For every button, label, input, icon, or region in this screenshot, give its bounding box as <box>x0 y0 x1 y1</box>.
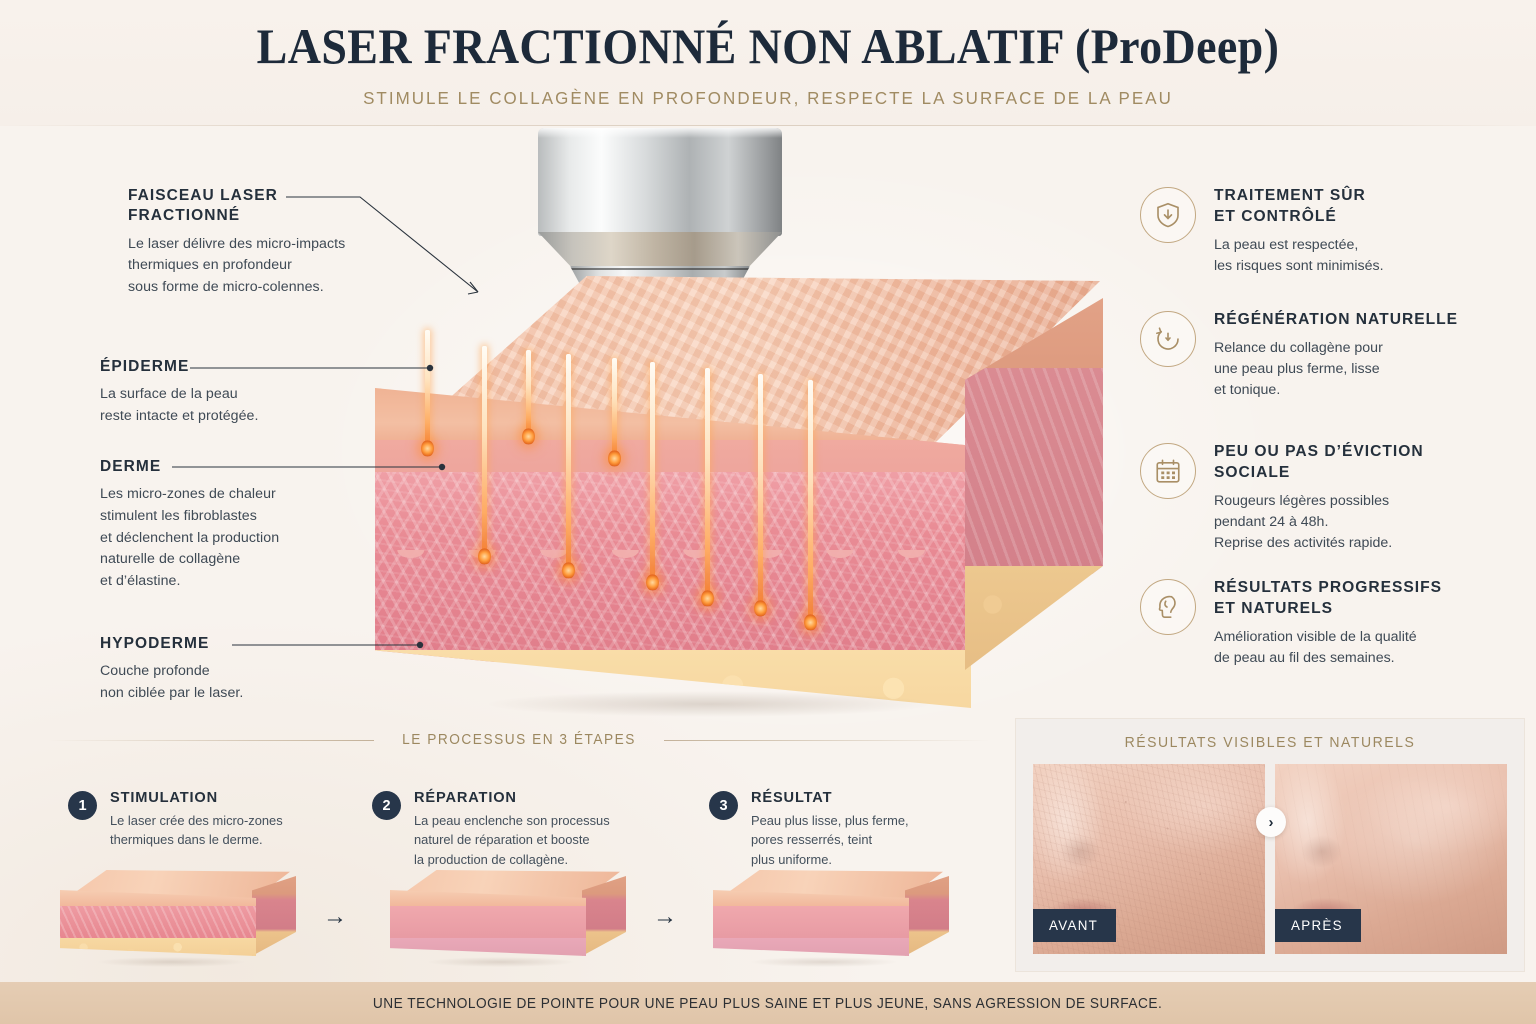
skin-block-3d <box>345 276 1105 724</box>
header-band: LASER FRACTIONNÉ NON ABLATIF (ProDeep) S… <box>0 0 1536 126</box>
footer-text: UNE TECHNOLOGIE DE POINTE POUR UNE PEAU … <box>373 994 1163 1012</box>
after-label: APRÈS <box>1275 909 1361 942</box>
slab-front-face <box>390 890 586 956</box>
hypodermis-side <box>965 566 1103 670</box>
benefit-icon-circle <box>1140 311 1196 367</box>
benefit-heading-line1: RÉSULTATS PROGRESSIFS <box>1214 579 1443 596</box>
slab-shadow <box>398 954 604 970</box>
benefit-heading-line2: ET CONTRÔLÉ <box>1214 207 1337 225</box>
process-divider-label: LE PROCESSUS EN 3 ÉTAPES <box>402 732 636 748</box>
before-label: AVANT <box>1033 909 1117 942</box>
step-1-skin-slab <box>42 870 296 970</box>
slab-dermis <box>390 906 586 940</box>
annotation-body: Le laser délivre des micro-impacts therm… <box>128 235 346 296</box>
before-photo[interactable]: AVANT <box>1033 764 1265 954</box>
benefit-icon-circle <box>1140 187 1196 243</box>
annotation-epiderme: ÉPIDERME La surface de la peau reste int… <box>100 357 350 428</box>
dermis-side <box>965 368 1103 574</box>
page-subtitle: STIMULE LE COLLAGÈNE EN PROFONDEUR, RESP… <box>363 88 1173 108</box>
micro-column-7 <box>701 368 714 607</box>
clock-refresh-icon <box>1156 327 1179 350</box>
annotation-body: La surface de la peau reste intacte et p… <box>100 386 259 425</box>
dermal-papillae <box>375 550 971 576</box>
skin-cross-section-illustration <box>330 128 1120 728</box>
step-body: La peau enclenche son processus naturel … <box>414 813 610 867</box>
annotation-heading-line1: ÉPIDERME <box>100 358 190 375</box>
micro-column-6 <box>646 362 659 591</box>
annotation-heading-line2: FRACTIONNÉ <box>128 207 241 225</box>
benefit-regeneration-naturelle: RÉGÉNÉRATION NATURELLE Relance du collag… <box>1140 308 1510 402</box>
step-number-badge: 3 <box>709 791 738 820</box>
micro-column-9 <box>804 380 817 631</box>
step-number-badge: 2 <box>372 791 401 820</box>
step-3-skin-slab <box>695 870 949 970</box>
benefit-icon-circle <box>1140 443 1196 499</box>
benefit-heading-line2: SOCIALE <box>1214 463 1291 481</box>
annotation-hypoderme: HYPODERME Couche profonde non ciblée par… <box>100 634 350 705</box>
step-body: Peau plus lisse, plus ferme, pores resse… <box>751 813 909 867</box>
micro-column-1 <box>421 330 434 457</box>
process-step-2: 2 RÉPARATION La peau enclenche son proce… <box>372 790 622 869</box>
micro-column-8 <box>754 374 767 617</box>
process-arrow-2: → <box>653 903 677 930</box>
benefit-peu-eviction-sociale: PEU OU PAS D’ÉVICTION SOCIALE Rougeurs l… <box>1140 440 1510 555</box>
benefit-resultats-progressifs: RÉSULTATS PROGRESSIFS ET NATURELS Amélio… <box>1140 576 1510 669</box>
before-after-comparison: AVANT APRÈS <box>1033 764 1507 954</box>
slab-front-face <box>60 890 256 956</box>
benefit-heading-line1: PEU OU PAS D’ÉVICTION <box>1214 443 1424 460</box>
after-photo[interactable]: APRÈS <box>1275 764 1507 954</box>
annotation-heading-line1: DERME <box>100 458 162 475</box>
results-panel: RÉSULTATS VISIBLES ET NATURELS AVANT APR… <box>1016 719 1524 971</box>
step-2-skin-slab <box>372 870 626 970</box>
handpiece-taper <box>538 232 782 268</box>
slab-shadow <box>68 954 274 970</box>
step-title: STIMULATION <box>110 790 218 806</box>
process-step-3: 3 RÉSULTAT Peau plus lisse, plus ferme, … <box>709 790 959 869</box>
slab-dermis <box>713 906 909 940</box>
annotation-derme: DERME Les micro-zones de chaleur stimule… <box>100 457 350 592</box>
benefit-body: Rougeurs légères possibles pendant 24 à … <box>1214 492 1393 552</box>
annotation-body: Les micro-zones de chaleur stimulent les… <box>100 486 280 589</box>
shield-check-icon <box>1157 202 1179 228</box>
dermis-layer <box>375 472 971 662</box>
benefit-traitement-sur: TRAITEMENT SÛR ET CONTRÔLÉ La peau est r… <box>1140 184 1510 277</box>
results-panel-title: RÉSULTATS VISIBLES ET NATURELS <box>1124 735 1416 751</box>
micro-column-5 <box>608 358 621 467</box>
step-number-badge: 1 <box>68 791 97 820</box>
laser-handpiece-icon <box>515 128 805 306</box>
micro-column-3 <box>522 350 535 445</box>
block-shadow <box>400 684 1020 724</box>
step-title: RÉSULTAT <box>751 790 833 806</box>
slab-dermis <box>60 906 256 940</box>
benefit-heading-line1: TRAITEMENT SÛR <box>1214 187 1366 204</box>
face-profile-icon <box>1158 595 1176 618</box>
divider-line-left <box>48 739 374 741</box>
benefit-heading-line2: ET NATURELS <box>1214 599 1333 617</box>
chevron-right-icon[interactable]: › <box>1256 807 1286 837</box>
divider-line-right <box>664 739 991 741</box>
micro-column-2 <box>478 346 491 565</box>
step-body: Le laser crée des micro-zones thermiques… <box>110 813 283 848</box>
page-title: LASER FRACTIONNÉ NON ABLATIF (ProDeep) <box>256 18 1280 74</box>
micro-column-4 <box>562 354 575 579</box>
annotation-body: Couche profonde non ciblée par le laser. <box>100 663 244 702</box>
benefit-icon-circle <box>1140 579 1196 635</box>
annotation-heading-line1: FAISCEAU LASER <box>128 187 278 204</box>
slab-shadow <box>721 954 927 970</box>
step-title: RÉPARATION <box>414 790 517 806</box>
annotation-faisceau-laser: FAISCEAU LASER FRACTIONNÉ Le laser déliv… <box>128 186 390 299</box>
benefit-heading-line1: RÉGÉNÉRATION NATURELLE <box>1214 311 1459 328</box>
benefit-body: La peau est respectée, les risques sont … <box>1214 236 1384 275</box>
skin-front-face <box>375 388 971 708</box>
annotation-heading-line1: HYPODERME <box>100 635 210 652</box>
slab-front-face <box>713 890 909 956</box>
process-step-1: 1 STIMULATION Le laser crée des micro-zo… <box>68 790 318 850</box>
benefit-body: Relance du collagène pour une peau plus … <box>1214 339 1383 399</box>
handpiece-body <box>538 128 782 236</box>
calendar-icon <box>1156 459 1180 483</box>
process-arrow-1: → <box>323 903 347 930</box>
benefit-body: Amélioration visible de la qualité de pe… <box>1214 628 1417 667</box>
process-divider: LE PROCESSUS EN 3 ÉTAPES <box>0 728 1010 752</box>
footer-band: UNE TECHNOLOGIE DE POINTE POUR UNE PEAU … <box>0 982 1536 1024</box>
